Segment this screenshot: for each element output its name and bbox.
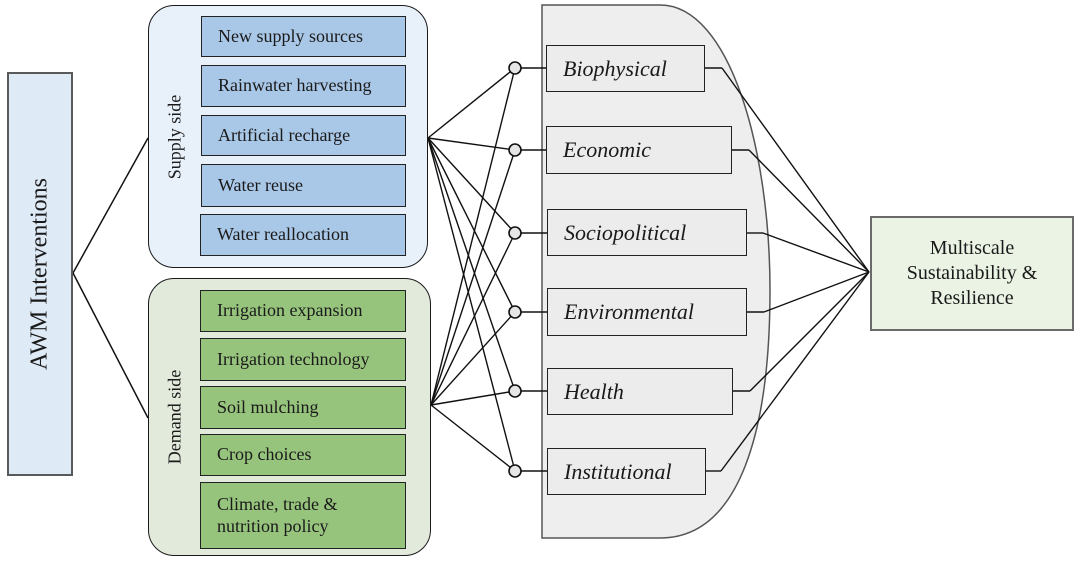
- dimension-economic: Economic: [546, 126, 732, 174]
- dimension-health: Health: [547, 368, 733, 415]
- supply-item: Rainwater harvesting: [201, 65, 406, 107]
- demand-item: Soil mulching: [200, 386, 406, 429]
- supply-item: Artificial recharge: [201, 115, 406, 156]
- supply-to-environmental-line: [427, 137, 516, 313]
- demand-to-environmental-line: [430, 311, 516, 406]
- supply-item: Water reallocation: [200, 214, 406, 256]
- institutional-junction-node: [508, 464, 522, 478]
- supply-to-health-line: [427, 137, 516, 392]
- supply-to-biophysical-line: [427, 67, 516, 139]
- economic-to-outcome-line: [748, 149, 870, 273]
- dimension-biophysical: Biophysical: [546, 45, 705, 92]
- outcome-box: Multiscale Sustainability & Resilience: [870, 216, 1074, 331]
- demand-item: Irrigation technology: [200, 338, 406, 381]
- dimension-environmental: Environmental: [547, 288, 747, 336]
- sociopolitical-junction-node: [508, 226, 522, 240]
- institutional-to-outcome-line: [720, 271, 870, 472]
- demand-to-sociopolitical-line: [430, 232, 516, 406]
- supply-side-label: Supply side: [164, 94, 185, 179]
- supply-to-institutional-line: [427, 137, 516, 472]
- dimension-institutional: Institutional: [547, 448, 706, 495]
- dimension-sociopolitical: Sociopolitical: [547, 209, 747, 256]
- economic-junction-node: [508, 143, 522, 157]
- supply-to-economic-line: [427, 137, 516, 151]
- demand-item: Irrigation expansion: [200, 290, 406, 332]
- health-to-outcome-line: [749, 271, 870, 392]
- awm-interventions-box: AWM Interventions: [7, 72, 73, 476]
- outcome-label: Multiscale Sustainability & Resilience: [906, 237, 1038, 309]
- supply-to-sociopolitical-line: [427, 137, 516, 234]
- supply-item: New supply sources: [201, 16, 406, 57]
- biophysical-to-outcome-line: [721, 67, 870, 273]
- demand-to-biophysical-line: [430, 67, 516, 406]
- root-to-demand-line: [72, 272, 149, 419]
- demand-item: Climate, trade & nutrition policy: [200, 482, 406, 549]
- biophysical-junction-node: [508, 61, 522, 75]
- demand-to-health-line: [430, 390, 516, 406]
- environmental-to-outcome-line: [763, 271, 870, 313]
- root-to-supply-line: [72, 137, 149, 274]
- supply-item: Water reuse: [201, 164, 406, 207]
- sociopolitical-to-outcome-line: [762, 232, 870, 273]
- demand-to-economic-line: [430, 149, 516, 406]
- demand-side-label: Demand side: [164, 369, 185, 465]
- awm-interventions-label: AWM Interventions: [26, 177, 53, 371]
- health-junction-node: [508, 384, 522, 398]
- environmental-junction-node: [508, 305, 522, 319]
- demand-item: Crop choices: [200, 434, 406, 476]
- demand-to-institutional-line: [430, 404, 516, 472]
